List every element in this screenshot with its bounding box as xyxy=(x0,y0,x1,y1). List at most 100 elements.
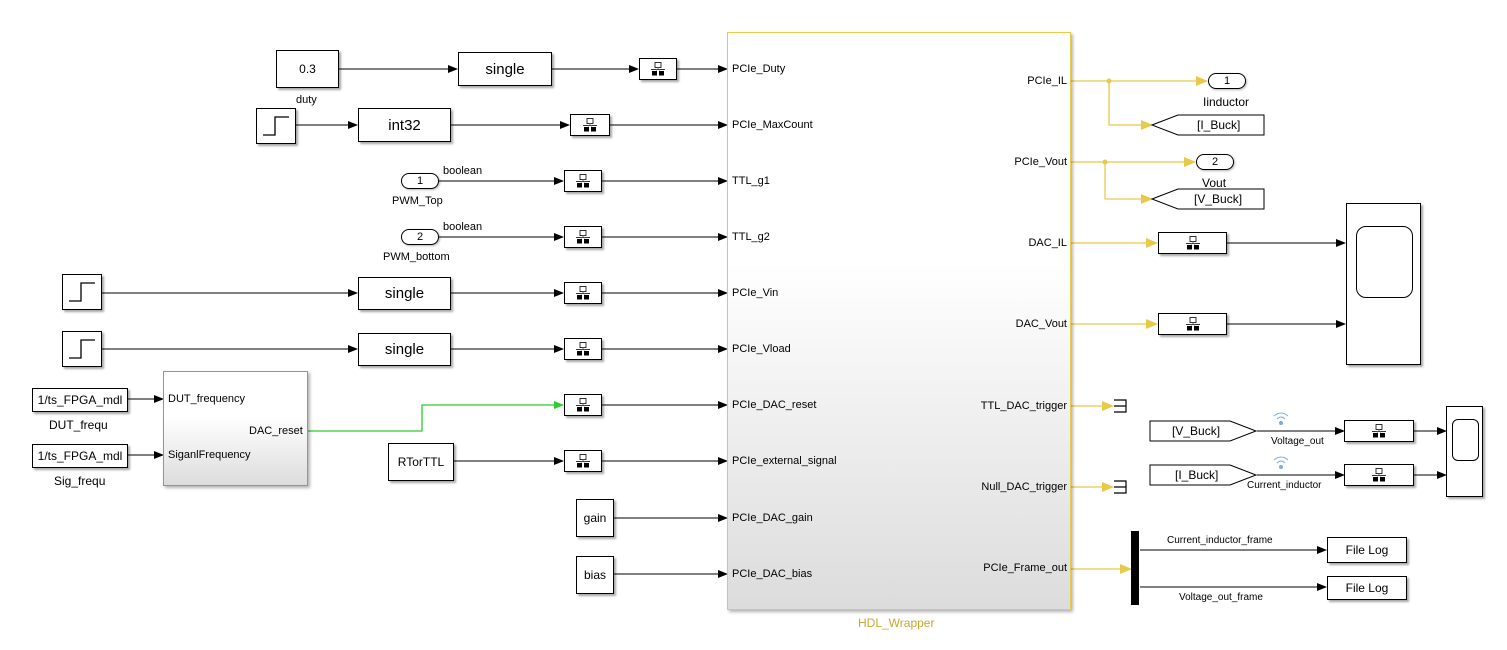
from-v-buck-label: [V_Buck] xyxy=(1172,424,1221,438)
file-log-block[interactable]: File Log xyxy=(1327,576,1407,600)
dac-reset-wire xyxy=(308,401,564,432)
branch-point xyxy=(1106,78,1112,84)
wrapper-input-port: PCIe_Duty xyxy=(732,63,786,75)
wrapper-input-port: TTL_g1 xyxy=(732,175,770,187)
rate-transition-icon xyxy=(583,118,597,132)
signal-type-label: boolean xyxy=(443,221,483,233)
wire xyxy=(1108,81,1153,130)
wrapper-input-port: TTL_g2 xyxy=(732,231,770,243)
signal-type-label: boolean xyxy=(443,165,483,177)
constant-sig-frequ-block[interactable]: 1/ts_FPGA_mdl xyxy=(32,444,128,468)
convert-single-block[interactable]: single xyxy=(358,333,451,366)
wrapper-input-port: PCIe_Vload xyxy=(732,343,791,355)
dac-reset-subsystem[interactable] xyxy=(163,371,308,486)
frame-signal-label: Current_inductor_frame xyxy=(1167,535,1273,546)
inport-pwm-top[interactable]: 1 xyxy=(401,173,439,189)
rate-transition-block[interactable] xyxy=(1344,420,1414,442)
convert-single-block[interactable]: single xyxy=(458,52,552,86)
rate-transition-block[interactable] xyxy=(564,394,602,416)
iinductor-label: Iinductor xyxy=(1203,95,1250,109)
constant-dut-frequ-block[interactable]: 1/ts_FPGA_mdl xyxy=(32,388,128,412)
rate-transition-block[interactable] xyxy=(564,226,602,248)
rate-transition-block[interactable] xyxy=(564,338,602,360)
subsystem-input-port: SiganlFrequency xyxy=(168,449,251,461)
from-i-buck-label: [I_Buck] xyxy=(1175,468,1219,482)
goto-i-buck-label: [I_Buck] xyxy=(1197,118,1241,132)
wrapper-output-port: TTL_DAC_trigger xyxy=(980,400,1067,412)
rate-transition-block[interactable] xyxy=(639,58,677,80)
pwm-bottom-label: PWM_bottom xyxy=(383,251,450,263)
from-i-buck[interactable] xyxy=(1149,464,1258,486)
rate-transition-icon xyxy=(576,230,590,244)
goto-i-buck[interactable] xyxy=(1150,114,1265,136)
signal-logging-icon xyxy=(1273,412,1289,425)
vout-label: Vout xyxy=(1202,176,1227,190)
rate-transition-block[interactable] xyxy=(1158,313,1227,335)
rate-transition-block[interactable] xyxy=(1158,232,1227,254)
subsystem-input-port: DUT_frequency xyxy=(168,393,246,405)
sig-frequ-label: Sig_frequ xyxy=(54,474,106,488)
rate-transition-icon xyxy=(576,398,590,412)
wrapper-input-port: PCIe_MaxCount xyxy=(732,119,813,131)
wrapper-output-port: PCIe_IL xyxy=(1027,75,1067,87)
step-icon xyxy=(69,339,95,359)
step-icon xyxy=(263,116,289,136)
wrapper-output-port: DAC_Vout xyxy=(1015,318,1067,330)
step-block[interactable] xyxy=(62,274,102,310)
wrapper-output-port: DAC_IL xyxy=(1028,237,1067,249)
wrapper-name-label: HDL_Wrapper xyxy=(858,616,935,630)
outport-vout[interactable]: 2 xyxy=(1196,154,1234,170)
wire xyxy=(1104,162,1153,204)
scope-block[interactable] xyxy=(1446,406,1483,497)
rate-transition-icon xyxy=(1185,236,1200,250)
pwm-top-label: PWM_Top xyxy=(392,195,443,207)
hdl-wrapper-subsystem[interactable] xyxy=(727,32,1071,610)
file-log-block[interactable]: File Log xyxy=(1327,537,1407,563)
rate-transition-icon xyxy=(651,62,665,76)
constant-rtorttl-block[interactable]: RTorTTL xyxy=(388,443,454,481)
signal-logging-icon xyxy=(1273,456,1289,469)
rate-transition-icon xyxy=(1372,468,1386,482)
current-inductor-signal-label: Current_inductor xyxy=(1247,480,1322,491)
duty-label: duty xyxy=(296,94,317,106)
rate-transition-block[interactable] xyxy=(564,282,602,304)
constant-duty-block[interactable]: 0.3 xyxy=(276,50,339,88)
wrapper-input-port: PCIe_DAC_gain xyxy=(732,512,813,524)
output-wires xyxy=(1071,76,1208,574)
from-v-buck[interactable] xyxy=(1149,420,1258,442)
rate-transition-block[interactable] xyxy=(564,170,602,192)
constant-bias-block[interactable]: bias xyxy=(576,556,614,594)
rate-transition-block[interactable] xyxy=(564,450,602,472)
output-black-wires xyxy=(1140,239,1447,591)
rate-transition-icon xyxy=(576,454,590,468)
outport-iinductor[interactable]: 1 xyxy=(1208,73,1246,89)
rate-transition-block[interactable] xyxy=(570,114,610,136)
rate-transition-icon xyxy=(576,174,590,188)
rate-transition-block[interactable] xyxy=(1344,464,1414,486)
voltage-out-signal-label: Voltage_out xyxy=(1271,436,1324,447)
goto-v-buck[interactable] xyxy=(1150,188,1265,210)
wrapper-output-port: Null_DAC_trigger xyxy=(981,481,1067,493)
wrapper-output-port: PCIe_Frame_out xyxy=(983,562,1067,574)
inport-pwm-bottom[interactable]: 2 xyxy=(401,229,439,245)
rate-transition-icon xyxy=(576,342,590,356)
wrapper-output-port: PCIe_Vout xyxy=(1014,156,1067,168)
wrapper-input-port: PCIe_DAC_bias xyxy=(732,568,813,580)
constant-gain-block[interactable]: gain xyxy=(576,499,614,537)
step-block[interactable] xyxy=(62,331,102,367)
frame-signal-label: Voltage_out_frame xyxy=(1179,592,1263,603)
convert-single-block[interactable]: single xyxy=(358,277,451,310)
goto-v-buck-label: [V_Buck] xyxy=(1194,192,1243,206)
dut-frequ-label: DUT_frequ xyxy=(49,418,108,432)
scope-block[interactable] xyxy=(1346,203,1421,365)
rate-transition-icon xyxy=(1372,424,1386,438)
wrapper-input-port: PCIe_Vin xyxy=(732,287,779,299)
terminator-icon xyxy=(1114,399,1127,413)
subsystem-output-port: DAC_reset xyxy=(249,425,303,437)
demux-bar[interactable] xyxy=(1131,531,1139,605)
scope-icon xyxy=(1452,419,1479,461)
convert-int32-block[interactable]: int32 xyxy=(358,108,451,142)
scope-icon xyxy=(1356,226,1413,298)
step-block[interactable] xyxy=(256,108,296,144)
wrapper-input-port: PCIe_external_signal xyxy=(732,455,837,467)
